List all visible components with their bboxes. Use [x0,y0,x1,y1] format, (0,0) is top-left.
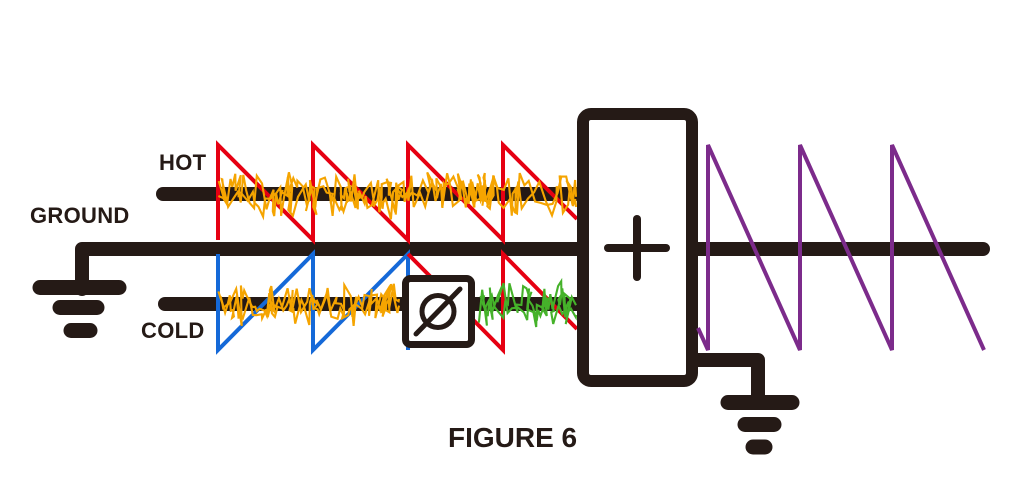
phase-invert-icon-slash [413,286,463,337]
ground-line [75,242,589,296]
inverted-noise-scribble-layer2 [477,277,578,326]
sum-ground-connector [683,353,765,408]
cold-label: COLD [141,318,205,343]
output-signal-waveform [696,144,986,351]
phase-invert-icon [419,293,457,330]
inverted-noise-scribble [479,282,577,328]
ground-label: GROUND [30,203,130,228]
hot-noise-scribble [217,172,578,219]
cold-noise-scribble-layer2 [219,283,401,327]
hot-noise-scribble-layer2 [217,171,578,221]
hot-label: HOT [159,150,207,175]
figure-caption: FIGURE 6 [448,422,578,453]
hot-signal-waveform [216,140,579,245]
